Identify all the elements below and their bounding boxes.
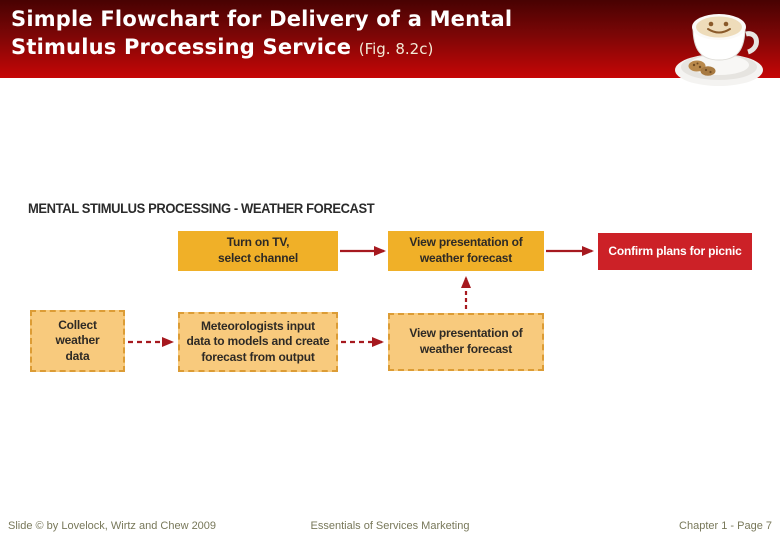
flowchart-box-turn-on-tv: Turn on TV, select channel <box>178 231 338 271</box>
flowchart-box-view-forecast-top: View presentation of weather forecast <box>388 231 544 271</box>
flowchart-box-confirm-picnic: Confirm plans for picnic <box>598 233 752 270</box>
smiley-face-icon <box>707 21 731 34</box>
footer-book-title: Essentials of Services Marketing <box>310 520 470 532</box>
figure-reference: (Fig. 8.2c) <box>358 40 434 58</box>
slide-title-line1: Simple Flowchart for Delivery of a Menta… <box>11 7 513 31</box>
slide-header: Simple Flowchart for Delivery of a Menta… <box>0 0 780 86</box>
slide-title-line2: Stimulus Processing Service <box>11 35 352 59</box>
footer-copyright: Slide © by Lovelock, Wirtz and Chew 2009 <box>8 520 217 532</box>
flowchart-title: MENTAL STIMULUS PROCESSING - WEATHER FOR… <box>28 201 375 216</box>
cookie-icon <box>700 66 716 76</box>
flowchart-box-collect-weather-data: Collect weather data <box>30 310 125 372</box>
cookie-icon <box>688 60 706 72</box>
flowchart-box-meteorologists: Meteorologists input data to models and … <box>178 312 338 372</box>
coffee-cup-image <box>675 14 763 86</box>
flowchart-box-view-forecast-bottom: View presentation of weather forecast <box>388 313 544 371</box>
footer-page-number: Chapter 1 - Page 7 <box>679 520 772 532</box>
slide-title: Simple Flowchart for Delivery of a Menta… <box>11 5 512 63</box>
